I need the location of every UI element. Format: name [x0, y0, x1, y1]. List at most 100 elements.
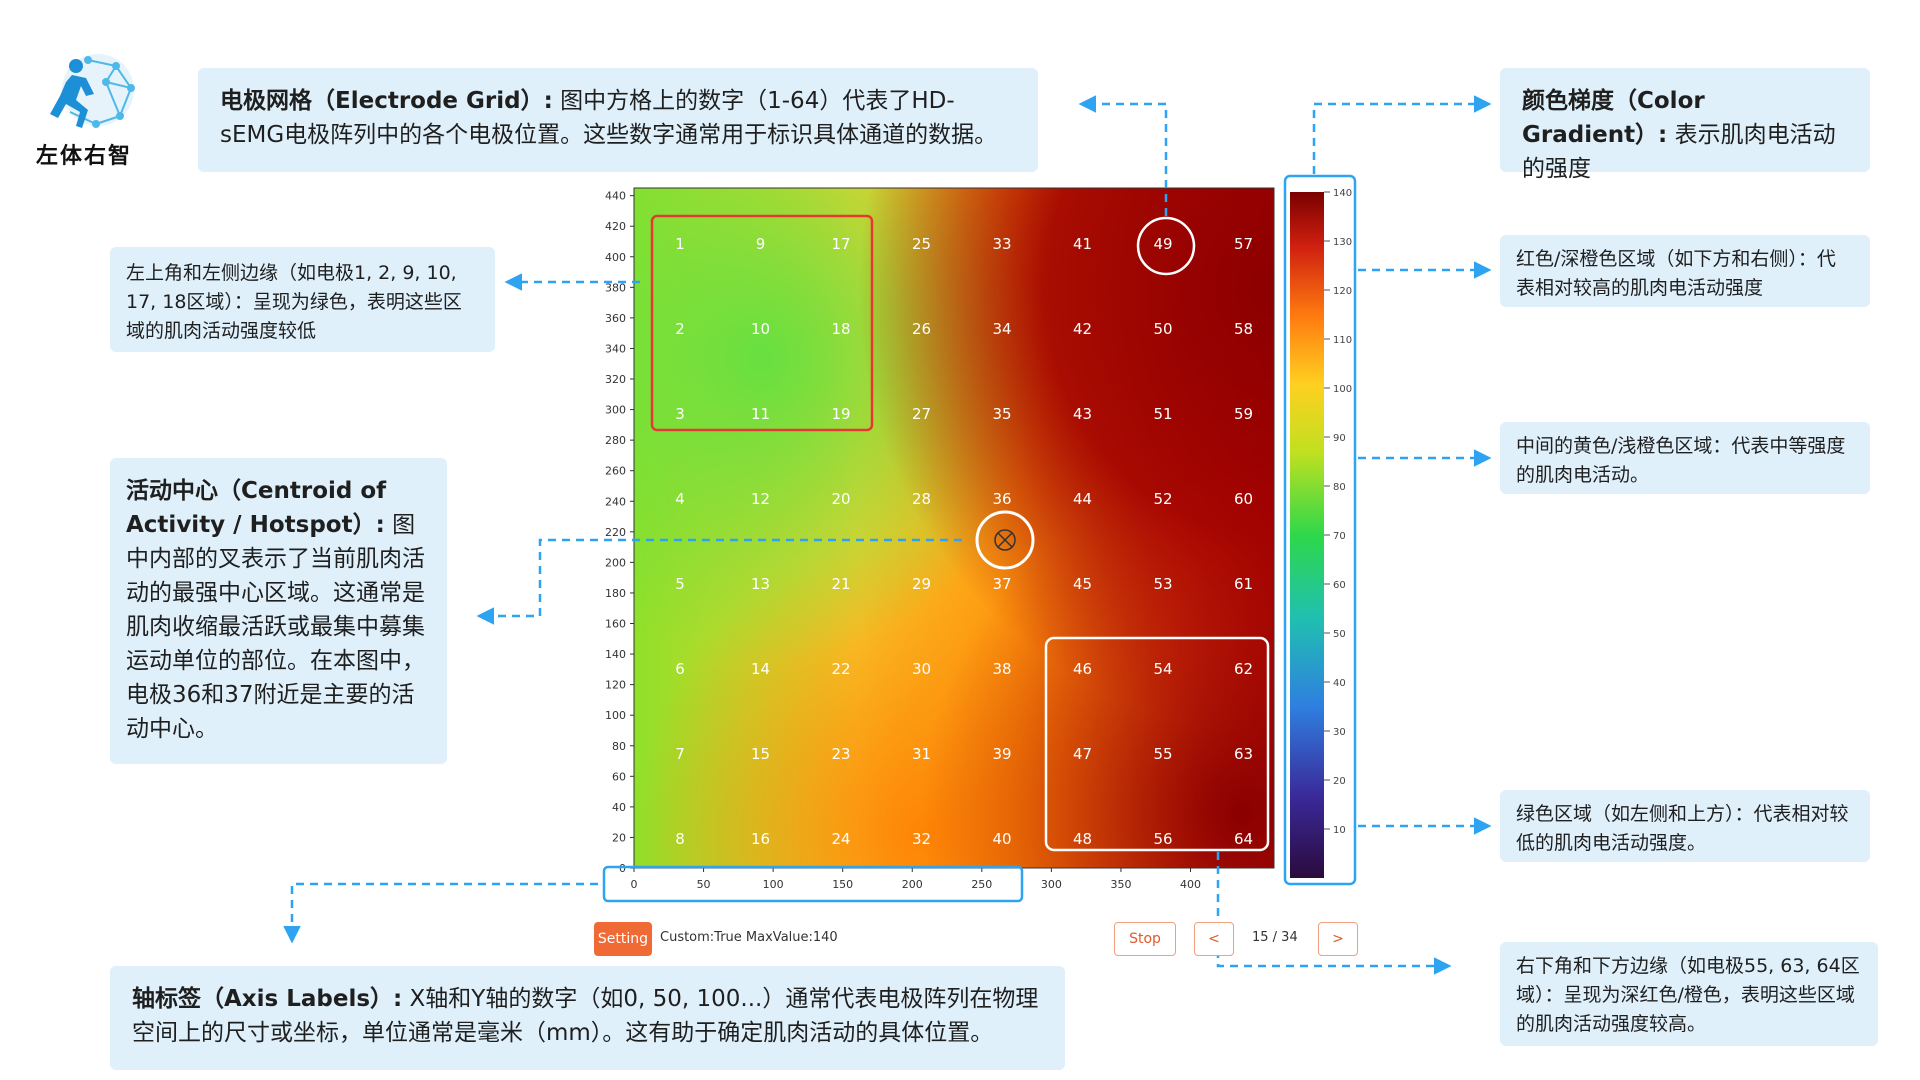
x-tick-label: 200: [902, 878, 923, 891]
colorbar-tick-label: 120: [1333, 286, 1352, 297]
y-tick-label: 380: [605, 281, 626, 294]
y-tick-label: 100: [605, 709, 626, 722]
electrode-label: 43: [1073, 405, 1092, 423]
y-tick-label: 140: [605, 648, 626, 661]
electrode-label: 60: [1234, 490, 1253, 508]
electrode-label: 61: [1234, 575, 1253, 593]
electrode-label: 3: [675, 405, 685, 423]
colorbar-tick-label: 110: [1333, 335, 1352, 346]
electrode-label: 26: [912, 320, 931, 338]
callout-yellow-region: 中间的黄色/浅橙色区域：代表中等强度的肌肉电活动。: [1500, 422, 1870, 494]
callout-body: 右下角和下方边缘（如电极55, 63, 64区域）：呈现为深红色/橙色，表明这些…: [1516, 955, 1860, 1035]
x-tick-label: 0: [631, 878, 638, 891]
electrode-label: 47: [1073, 745, 1092, 763]
electrode-label: 44: [1073, 490, 1092, 508]
prev-page-button[interactable]: <: [1194, 922, 1234, 956]
electrode-label: 31: [912, 745, 931, 763]
colorbar-tick-label: 10: [1333, 825, 1346, 836]
y-tick-label: 260: [605, 465, 626, 478]
colorbar-tick-label: 70: [1333, 531, 1346, 542]
electrode-label: 55: [1153, 745, 1172, 763]
electrode-label: 21: [831, 575, 850, 593]
brand-logo: 左体右智: [36, 48, 146, 169]
y-tick-label: 420: [605, 220, 626, 233]
callout-body: X轴和Y轴的数字（如0, 50, 100...）通常代表电极阵列在物理空间上的尺…: [132, 986, 1039, 1046]
x-tick-label: 350: [1110, 878, 1131, 891]
brand-name: 左体右智: [36, 144, 133, 169]
callout-title: 活动中心（Centroid of Activity / Hotspot）:: [126, 478, 387, 538]
electrode-label: 13: [751, 575, 770, 593]
callout-body: 红色/深橙色区域（如下方和右侧）：代表相对较高的肌肉电活动强度: [1516, 248, 1836, 299]
electrode-label: 59: [1234, 405, 1253, 423]
x-tick-label: 150: [832, 878, 853, 891]
y-tick-label: 400: [605, 251, 626, 264]
electrode-label: 58: [1234, 320, 1253, 338]
electrode-label: 22: [831, 660, 850, 678]
y-tick-label: 240: [605, 495, 626, 508]
electrode-label: 4: [675, 490, 685, 508]
colorbar-tick-label: 100: [1333, 384, 1352, 395]
electrode-label: 51: [1153, 405, 1172, 423]
colorbar-tick-label: 90: [1333, 433, 1346, 444]
electrode-label: 10: [751, 320, 770, 338]
electrode-label: 32: [912, 830, 931, 848]
y-tick-label: 340: [605, 342, 626, 355]
electrode-label: 20: [831, 490, 850, 508]
colorbar-tick-label: 130: [1333, 237, 1352, 248]
y-tick-label: 80: [612, 740, 626, 753]
colorbar-tick-label: 40: [1333, 678, 1346, 689]
heatmap-chart: 0204060801001201401601802002202402602803…: [605, 187, 1352, 891]
x-tick-label: 50: [697, 878, 711, 891]
next-page-button[interactable]: >: [1318, 922, 1358, 956]
electrode-label: 17: [831, 235, 850, 253]
electrode-label: 50: [1153, 320, 1172, 338]
callout-bottom-right-region: 右下角和下方边缘（如电极55, 63, 64区域）：呈现为深红色/橙色，表明这些…: [1500, 942, 1878, 1046]
electrode-label: 19: [831, 405, 850, 423]
callout-body: 图中方格上的数字（1-64）代表了HD-sEMG电极阵列中的各个电极位置。这些数…: [220, 88, 998, 148]
electrode-label: 40: [992, 830, 1011, 848]
stop-button[interactable]: Stop: [1114, 922, 1176, 956]
electrode-label: 6: [675, 660, 685, 678]
runner-network-icon: [50, 54, 135, 128]
electrode-label: 46: [1073, 660, 1092, 678]
electrode-label: 49: [1153, 235, 1172, 253]
electrode-label: 33: [992, 235, 1011, 253]
callout-top-left-region: 左上角和左侧边缘（如电极1, 2, 9, 10, 17, 18区域）：呈现为绿色…: [110, 247, 495, 352]
colorbar: [1290, 192, 1324, 878]
x-tick-label: 300: [1041, 878, 1062, 891]
y-tick-label: 280: [605, 434, 626, 447]
electrode-label: 1: [675, 235, 685, 253]
electrode-label: 7: [675, 745, 685, 763]
callout-color-gradient: 颜色梯度（Color Gradient）: 表示肌肉电活动的强度: [1500, 68, 1870, 182]
electrode-label: 37: [992, 575, 1011, 593]
electrode-label: 5: [675, 575, 685, 593]
callout-body: 表示肌肉电活动的强度: [1522, 122, 1836, 182]
callout-centroid: 活动中心（Centroid of Activity / Hotspot）: 图中…: [110, 458, 447, 764]
colorbar-tick-label: 20: [1333, 776, 1346, 787]
y-axis: 0204060801001201401601802002202402602803…: [605, 190, 634, 875]
y-tick-label: 180: [605, 587, 626, 600]
electrode-label: 30: [912, 660, 931, 678]
electrode-label: 38: [992, 660, 1011, 678]
callout-title: 颜色梯度（Color Gradient）:: [1522, 88, 1705, 148]
electrode-label: 29: [912, 575, 931, 593]
callout-title: 电极网格（Electrode Grid）:: [220, 88, 553, 114]
colorbar-tick-label: 60: [1333, 580, 1346, 591]
electrode-label: 52: [1153, 490, 1172, 508]
y-tick-label: 220: [605, 526, 626, 539]
callout-body: 左上角和左侧边缘（如电极1, 2, 9, 10, 17, 18区域）：呈现为绿色…: [126, 262, 462, 342]
electrode-label: 45: [1073, 575, 1092, 593]
colorbar-tick-label: 140: [1333, 188, 1352, 199]
electrode-label: 34: [992, 320, 1011, 338]
callout-body: 图中内部的叉表示了当前肌肉活动的最强中心区域。这通常是肌肉收缩最活跃或最集中募集…: [126, 512, 425, 742]
colorbar-tick-label: 50: [1333, 629, 1346, 640]
page-indicator: 15 / 34: [1252, 930, 1298, 945]
callout-green-region: 绿色区域（如左侧和上方）：代表相对较低的肌肉电活动强度。: [1500, 790, 1870, 862]
x-tick-label: 250: [971, 878, 992, 891]
setting-button[interactable]: Setting: [594, 922, 652, 956]
electrode-label: 36: [992, 490, 1011, 508]
callout-red-region: 红色/深橙色区域（如下方和右侧）：代表相对较高的肌肉电活动强度: [1500, 235, 1870, 307]
callout-electrode-grid: 电极网格（Electrode Grid）: 图中方格上的数字（1-64）代表了H…: [198, 68, 1038, 172]
